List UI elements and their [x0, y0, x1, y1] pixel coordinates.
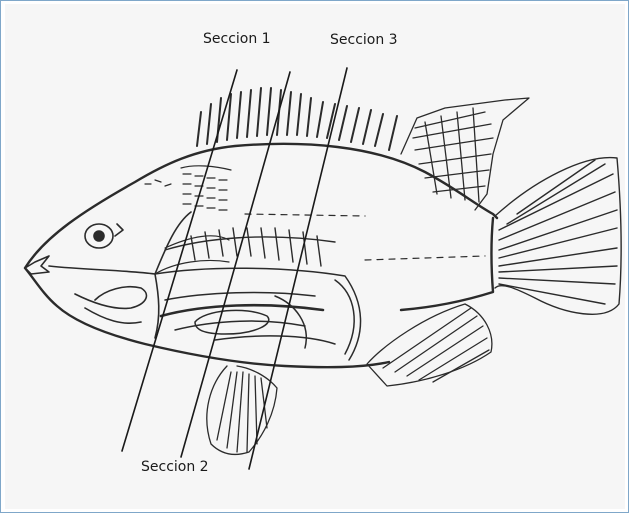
section-2-label: Seccion 2: [141, 459, 209, 475]
paper-background: [5, 4, 625, 509]
pupil: [94, 231, 104, 241]
section-3-label: Seccion 3: [330, 32, 398, 48]
fish-anatomy-drawing: [5, 4, 625, 509]
section-1-label: Seccion 1: [203, 31, 271, 47]
